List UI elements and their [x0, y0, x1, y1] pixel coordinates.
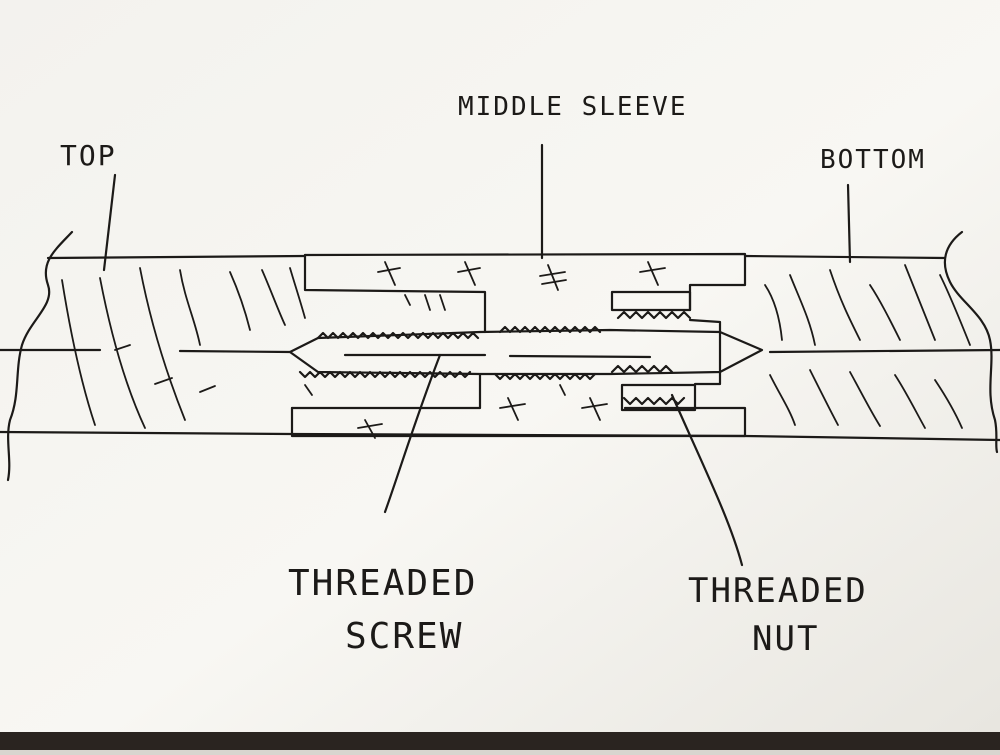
bottom-leader: [846, 183, 852, 264]
assembly-drawing: [0, 143, 1000, 567]
threaded-nut-inner: [688, 318, 722, 386]
screw-thread-bottom: [298, 370, 597, 381]
threaded-nut-outline-top: [610, 290, 692, 312]
top-part-hatching: [61, 267, 306, 429]
middle-sleeve-bottom-edge: [290, 406, 747, 438]
threaded-nut-outline-bottom: [620, 383, 697, 412]
outer-top-edge: [46, 254, 307, 260]
label-threaded-screw-line1: THREADED: [288, 563, 477, 604]
screw-thread-top: [316, 325, 602, 340]
top-leader: [102, 173, 117, 272]
middle-sleeve-top: [303, 253, 487, 334]
label-bottom: BOTTOM: [820, 145, 926, 175]
threaded-screw-body: [288, 328, 764, 376]
threaded-screw-leader: [383, 353, 442, 514]
table-edge: [0, 732, 1000, 750]
label-middle-sleeve: MIDDLE SLEEVE: [458, 92, 688, 122]
label-threaded-nut-line1: THREADED: [688, 571, 868, 611]
bottom-part-hatching: [764, 264, 971, 429]
top-part-break-line: [6, 230, 74, 482]
bottom-part-break-line: [943, 230, 999, 454]
nut-thread-right: [610, 364, 674, 374]
threaded-nut-leader: [670, 393, 744, 567]
label-threaded-nut-line2: NUT: [752, 619, 819, 659]
middle-sleeve-hatch-marks: [304, 261, 666, 439]
outer-top-edge-right: [743, 254, 947, 260]
paper-background: [0, 0, 1000, 732]
center-line-screw: [508, 354, 652, 359]
label-threaded-screw-line2: SCREW: [345, 616, 463, 657]
center-line-mid: [178, 349, 292, 354]
middle-sleeve-bottom: [290, 373, 482, 410]
label-top: TOP: [60, 139, 117, 172]
nut-thread-top: [616, 310, 692, 320]
center-line-right: [768, 348, 1000, 354]
